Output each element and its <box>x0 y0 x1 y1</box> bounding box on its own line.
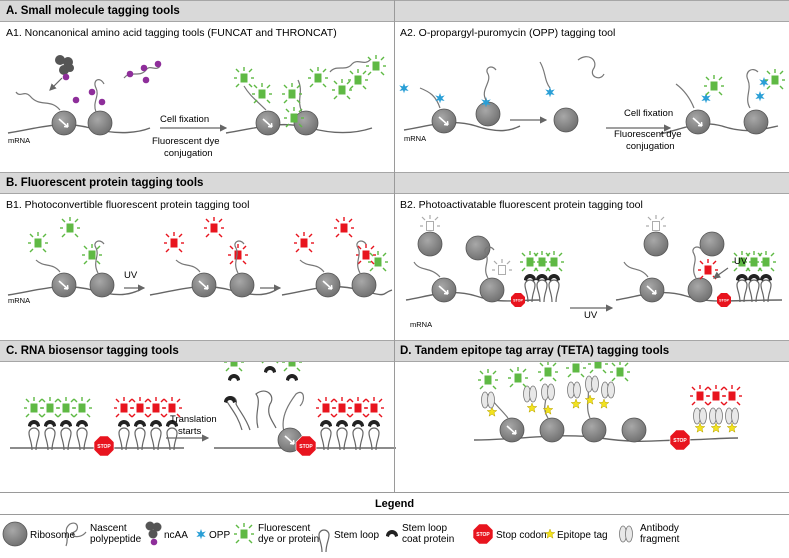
a1-mrna-label: mRNA <box>8 136 31 145</box>
coat-protein-icon <box>386 530 398 537</box>
c-translation-label-1: Translation <box>170 414 217 425</box>
panel-b1-title: B1. Photoconvertible fluorescent protein… <box>6 199 250 211</box>
panel-d-illustration <box>473 352 743 451</box>
b1-mrna-label: mRNA <box>8 296 31 305</box>
legend-title: Legend <box>374 498 415 510</box>
stop-sign-icon <box>472 523 494 545</box>
divider-b <box>394 172 395 340</box>
divider-a <box>394 0 395 172</box>
section-c-title: C. RNA biosensor tagging tools <box>6 345 179 357</box>
b2-uv-label-1: UV <box>584 310 598 321</box>
legend-opp-label: OPP <box>209 530 231 541</box>
legend-ribosome-label: Ribosome <box>30 530 76 541</box>
panel-a2-illustration <box>399 56 786 135</box>
b2-uv-label-2: UV <box>734 256 748 267</box>
polypeptide-icon <box>65 522 87 547</box>
panel-a1-illustration <box>7 54 387 136</box>
section-d-title: D. Tandem epitope tag array (TETA) taggi… <box>400 345 670 357</box>
c-translation-label-2: starts <box>178 426 202 437</box>
antibody-icon <box>619 525 633 543</box>
opp-icon <box>196 529 206 540</box>
a2-mrna-label: mRNA <box>404 134 427 143</box>
fluorescent-tag-icon <box>233 522 255 544</box>
a1-dye-label-1: Fluorescent dye <box>152 136 220 147</box>
stem-loop-icon <box>318 529 330 553</box>
panel-a2-title: A2. O-propargyl-puromycin (OPP) tagging … <box>400 27 616 39</box>
ribosome-icon <box>2 521 28 547</box>
legend-top-border <box>0 492 789 493</box>
legend-epitope-label: Epitope tag <box>557 530 608 541</box>
b1-uv-label: UV <box>124 270 138 281</box>
panel-b1-illustration <box>7 216 393 298</box>
section-b-title: B. Fluorescent protein tagging tools <box>6 177 204 189</box>
ncaa-icon <box>145 521 162 546</box>
legend-title-border <box>0 514 789 515</box>
panel-c-illustration <box>10 342 396 457</box>
panel-b2-illustration <box>405 214 783 312</box>
a2-fixation-label: Cell fixation <box>624 108 674 119</box>
divider-c-d <box>394 340 395 492</box>
section-a-title: A. Small molecule tagging tools <box>6 5 180 17</box>
b2-mrna-label: mRNA <box>410 320 433 329</box>
legend-icons <box>2 521 633 553</box>
a2-dye-label-2: conjugation <box>626 141 675 152</box>
a2-dye-label-1: Fluorescent dye <box>614 129 682 140</box>
legend-stop-label: Stop codon <box>496 530 547 541</box>
panel-b2-title: B2. Photoactivatable fluorescent protein… <box>400 199 643 211</box>
legend-ncaa-label: ncAA <box>164 530 188 541</box>
legend-stem-loop-label: Stem loop <box>334 530 380 541</box>
panel-a1-title: A1. Noncanonical amino acid tagging tool… <box>6 27 337 39</box>
epitope-tag-icon <box>544 528 556 539</box>
a1-fixation-label: Cell fixation <box>160 114 210 125</box>
a1-dye-label-2: conjugation <box>164 148 213 159</box>
